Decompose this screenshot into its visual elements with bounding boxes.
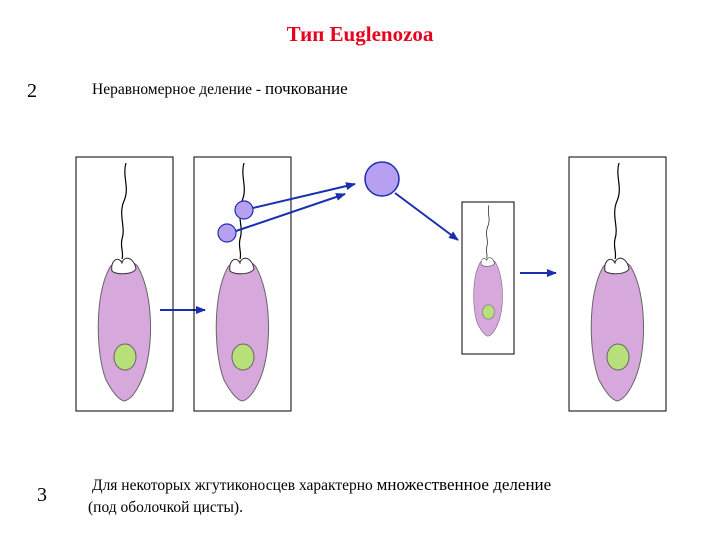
budding-caption: Неравномерное деление - почкование [92, 78, 348, 101]
item-number-3: 3 [37, 484, 47, 506]
euglena-cell-2 [215, 162, 270, 402]
multiple-division-lead: Для некоторых жгутиконосцев характерно [92, 477, 377, 494]
bud-sphere-small-1 [234, 200, 254, 220]
arrow-bud-2 [235, 193, 346, 232]
euglena-cell-young [473, 204, 503, 337]
item-number-2: 2 [27, 80, 37, 102]
frame-1 [75, 156, 174, 412]
arrow-bud-1 [252, 182, 356, 209]
slide-title: Тип Euglenozoa [286, 22, 434, 46]
euglena-cell-4 [590, 162, 645, 402]
frame-3 [461, 201, 515, 355]
frame-2 [193, 156, 292, 412]
bud-sphere-small-2 [217, 223, 237, 243]
multiple-division-line-2: (под оболочкой цисты). [88, 499, 243, 516]
frame-4 [568, 156, 667, 412]
budding-caption-lead: Неравномерное деление - [92, 81, 265, 98]
arrow-bud-to-young [394, 192, 459, 241]
bud-sphere-large [364, 161, 400, 197]
budding-term: почкование [264, 79, 348, 98]
multiple-division-line-1: Для некоторых жгутиконосцев характерно м… [92, 474, 551, 497]
multiple-division-term: множественное деление [376, 475, 552, 494]
euglena-cell-1 [97, 162, 152, 402]
